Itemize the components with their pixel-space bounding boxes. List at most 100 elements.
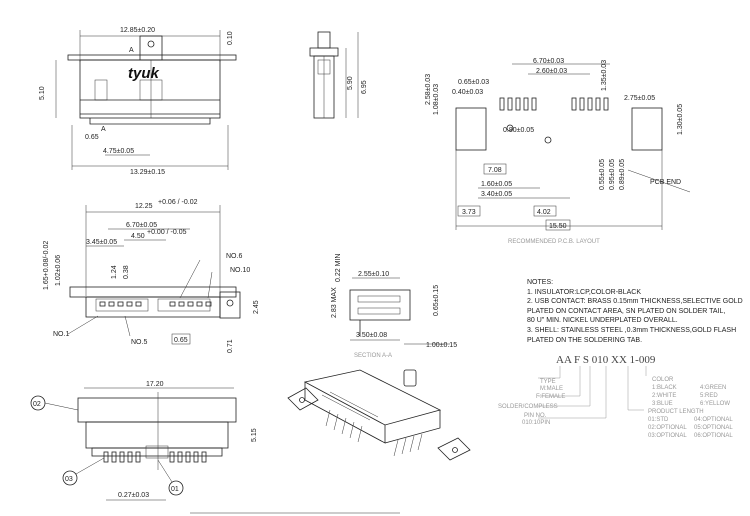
legend-solder: SOLDER/COMPLESS bbox=[498, 404, 558, 410]
dim-side-590: 5.90 bbox=[347, 76, 354, 90]
isometric-view bbox=[287, 369, 471, 461]
fp-dim-258: 2.58±0.03 bbox=[425, 74, 432, 105]
legend-length: PRODUCT LENGTH bbox=[648, 409, 704, 415]
notes-block: NOTES: 1. INSULATOR:LCP,COLOR-BLACK 2. U… bbox=[527, 278, 743, 345]
fp-dim-402: 4.02 bbox=[537, 209, 551, 216]
side-view: 5.90 6.95 bbox=[309, 31, 368, 119]
note-line: 80 U" MIN. NICKEL UNDERPLATED OVERALL. bbox=[527, 317, 678, 325]
fp-dim-130: 1.30±0.05 bbox=[677, 104, 684, 135]
legend-color: COLOR bbox=[652, 377, 674, 383]
bot-dim-027: 0.27±0.03 bbox=[118, 492, 149, 499]
front-dim-245: 2.45 bbox=[253, 300, 260, 314]
legend-opt5: 05:OPTIONAL bbox=[694, 425, 733, 431]
fp-dim-1550: 15.50 bbox=[549, 223, 567, 230]
top-view: 12.85±0.20 0.10 tyuk 5.10 A A 0.65 4.75±… bbox=[39, 27, 237, 176]
label-no6: NO.6 bbox=[226, 253, 242, 260]
sec-dim-022: 0.22 MIN bbox=[335, 254, 342, 282]
legend-female: F:FEMALE bbox=[536, 394, 565, 400]
legend-opt3: 03:OPTIONAL bbox=[648, 433, 687, 439]
dim-top-width: 12.85±0.20 bbox=[120, 27, 155, 34]
fp-dim-340: 3.40±0.05 bbox=[481, 191, 512, 198]
dim-pin-pitch: 0.65 bbox=[85, 134, 99, 141]
front-dim-065: 0.65 bbox=[174, 337, 188, 344]
sec-dim-100: 1.00±0.15 bbox=[426, 342, 457, 349]
dim-thickness: 0.10 bbox=[227, 31, 234, 45]
fp-dim-065: 0.65±0.03 bbox=[458, 79, 489, 86]
dim-top-height: 5.10 bbox=[39, 86, 46, 100]
bot-dim-515: 5.15 bbox=[251, 428, 258, 442]
front-dim-1225: 12.25 bbox=[135, 203, 153, 210]
label-no10: NO.10 bbox=[230, 267, 250, 274]
front-dim-102: 1.02±0.06 bbox=[55, 255, 62, 286]
legend-yellow: 6:YELLOW bbox=[700, 401, 730, 407]
sec-dim-065: 0.65±0.15 bbox=[433, 285, 440, 316]
legend-opt2: 02:OPTIONAL bbox=[648, 425, 687, 431]
front-dim-1225-tol: +0.06 / -0.02 bbox=[158, 199, 198, 206]
dim-bottom-width: 13.29±0.15 bbox=[130, 169, 165, 176]
fp-dim-670: 6.70±0.03 bbox=[533, 58, 564, 65]
callout-01: 01 bbox=[171, 486, 179, 493]
part-code: AA F S 010 XX 1-009 bbox=[556, 354, 656, 366]
front-dim-450-tol: +0.00 / -0.05 bbox=[147, 229, 187, 236]
section-label: SECTION A-A bbox=[354, 353, 392, 359]
sec-dim-350: 3.50±0.08 bbox=[356, 332, 387, 339]
front-dim-345: 3.45±0.05 bbox=[86, 239, 117, 246]
legend-white: 2:WHITE bbox=[652, 393, 676, 399]
front-view: 12.25 +0.06 / -0.02 6.70±0.05 3.45±0.05 … bbox=[43, 199, 260, 353]
label-no1: NO.1 bbox=[53, 331, 69, 338]
front-dim-071: 0.71 bbox=[227, 339, 234, 353]
label-no5: NO.5 bbox=[131, 339, 147, 346]
legend-10pin: 010:10PIN bbox=[522, 420, 550, 426]
sec-dim-255: 2.55±0.10 bbox=[358, 271, 389, 278]
pcb-end-label: PCB END bbox=[650, 179, 681, 186]
front-dim-670: 6.70±0.05 bbox=[126, 222, 157, 229]
fp-dim-108: 1.08±0.03 bbox=[433, 84, 440, 115]
legend-black: 1:BLACK bbox=[652, 385, 677, 391]
legend-opt6: 06:OPTIONAL bbox=[694, 433, 733, 439]
dim-side-695: 6.95 bbox=[361, 80, 368, 94]
note-line: PLATED ON CONTACT AREA, SN PLATED ON SOL… bbox=[527, 307, 726, 315]
callout-02: 02 bbox=[33, 401, 41, 408]
section-a-top: A bbox=[129, 47, 134, 54]
note-line: 2. USB CONTACT: BRASS 0.15mm THICKNESS,S… bbox=[527, 298, 743, 306]
legend-green: 4:GREEN bbox=[700, 385, 726, 391]
legend-std: 01:STD bbox=[648, 417, 669, 423]
footprint-title: RECOMMENDED P.C.B. LAYOUT bbox=[508, 239, 600, 245]
callout-03: 03 bbox=[65, 476, 73, 483]
bot-dim-1720: 17.20 bbox=[146, 381, 164, 388]
front-dim-165: 1.65+0.08/-0.02 bbox=[43, 241, 50, 290]
fp-dim-055: 0.55±0.05 bbox=[599, 159, 606, 190]
fp-dim-708: 7.08 bbox=[488, 167, 502, 174]
legend-opt4: 04:OPTIONAL bbox=[694, 417, 733, 423]
pcb-footprint: 6.70±0.03 2.60±0.03 0.65±0.03 0.40±0.03 … bbox=[425, 58, 691, 245]
note-line: 1. INSULATOR:LCP,COLOR-BLACK bbox=[527, 288, 641, 296]
dim-475: 4.75±0.05 bbox=[103, 148, 134, 155]
fp-dim-260: 2.60±0.03 bbox=[536, 68, 567, 75]
fp-dim-040: 0.40±0.03 bbox=[452, 89, 483, 96]
fp-dim-160: 1.60±0.05 bbox=[481, 181, 512, 188]
fp-dim-135: 1.35±0.03 bbox=[601, 60, 608, 91]
fp-dim-089: 0.89±0.05 bbox=[619, 159, 626, 190]
fp-dim-275: 2.75±0.05 bbox=[624, 95, 655, 102]
front-dim-450: 4.50 bbox=[131, 233, 145, 240]
section-view: 0.22 MIN 2.55±0.10 0.65±0.15 2.83 MAX 3.… bbox=[331, 254, 457, 359]
fp-dim-373: 3.73 bbox=[462, 209, 476, 216]
section-a-bottom: A bbox=[101, 126, 106, 133]
front-dim-038: 0.38 bbox=[123, 265, 130, 279]
part-code-block: AA F S 010 XX 1-009 TYPE M:MALE F:FEMALE… bbox=[498, 354, 733, 439]
notes-heading: NOTES: bbox=[527, 279, 554, 286]
legend-male: M:MALE bbox=[540, 386, 563, 392]
note-line: PLATED ON THE SOLDERING TAB. bbox=[527, 336, 643, 344]
fp-dim-080: 0.80±0.05 bbox=[503, 127, 534, 134]
bottom-view: 17.20 5.15 0.27±0.03 02 03 01 bbox=[30, 381, 258, 501]
note-line: 3. SHELL: STAINLESS STEEL ,0.3mm THICKNE… bbox=[527, 326, 737, 334]
legend-type: TYPE bbox=[540, 379, 556, 385]
legend-red: 5:RED bbox=[700, 393, 718, 399]
brand-logo: tyuk bbox=[128, 65, 160, 82]
front-dim-124: 1.24 bbox=[111, 265, 118, 279]
fp-dim-095: 0.95±0.05 bbox=[609, 159, 616, 190]
legend-pin-no: PIN NO. bbox=[524, 413, 547, 419]
legend-blue: 3:BLUE bbox=[652, 401, 673, 407]
sec-dim-283: 2.83 MAX bbox=[331, 287, 338, 318]
